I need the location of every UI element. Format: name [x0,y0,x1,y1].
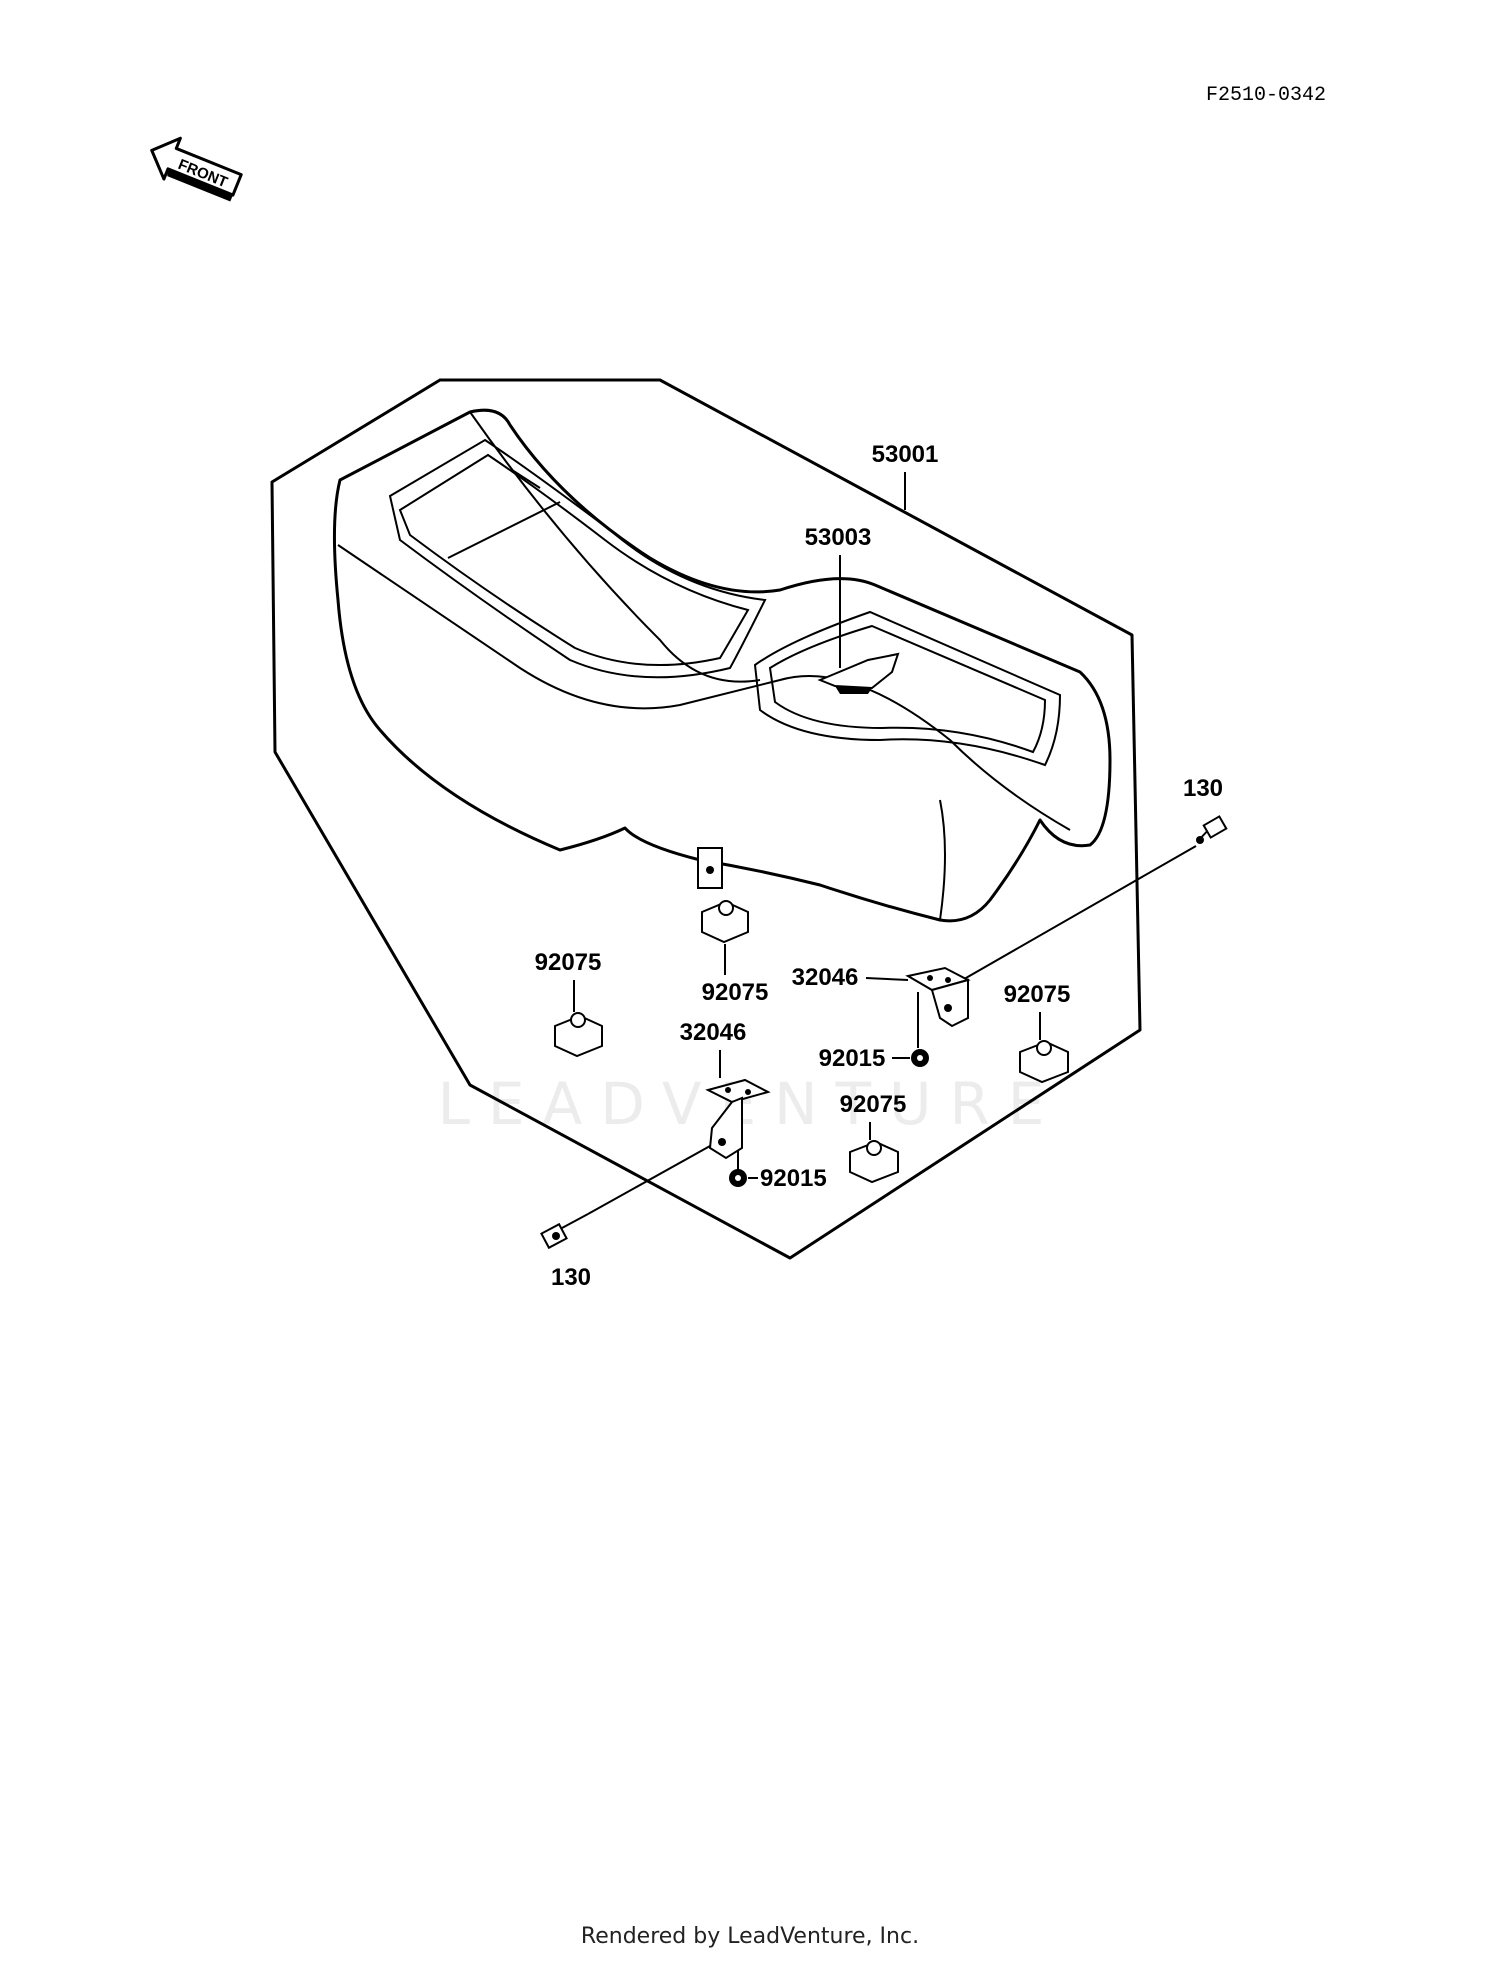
part-label-nut-right: 92015 [819,1045,886,1072]
footer-credit: Rendered by LeadVenture, Inc. [580,1924,920,1949]
part-label-seat: 53001 [872,441,939,468]
part-label-damper-left: 92075 [535,949,602,976]
nut-left-icon [729,1169,747,1187]
damper-left-icon [554,1012,603,1058]
damper-front-icon [849,1140,899,1184]
front-arrow-icon: FRONT [150,136,243,202]
figure-code: F2510-0342 [1206,84,1326,107]
bolt-left-icon [540,1213,589,1250]
part-label-nut-left: 92015 [760,1165,827,1192]
part-label-bolt-right: 130 [1183,775,1223,802]
bolt-right-icon [1196,815,1228,844]
part-label-damper-center: 92075 [702,979,769,1006]
bracket-left-icon [705,1078,771,1160]
part-label-damper-right: 92075 [1004,981,1071,1008]
seat-illustration [332,408,1112,923]
part-label-bolt-left: 130 [551,1264,591,1291]
nut-right-icon [911,1049,929,1067]
part-label-emblem: 53003 [805,524,872,551]
part-label-bracket-right: 32046 [792,964,859,991]
part-label-damper-front: 92075 [840,1091,907,1118]
bracket-right-icon [905,966,971,1028]
damper-center-icon [701,900,749,944]
watermark: LEADVENTURE [438,1070,1063,1138]
part-label-bracket-left: 32046 [680,1019,747,1046]
assembly-boundary [270,378,1142,1260]
damper-right-icon [1019,1040,1069,1084]
